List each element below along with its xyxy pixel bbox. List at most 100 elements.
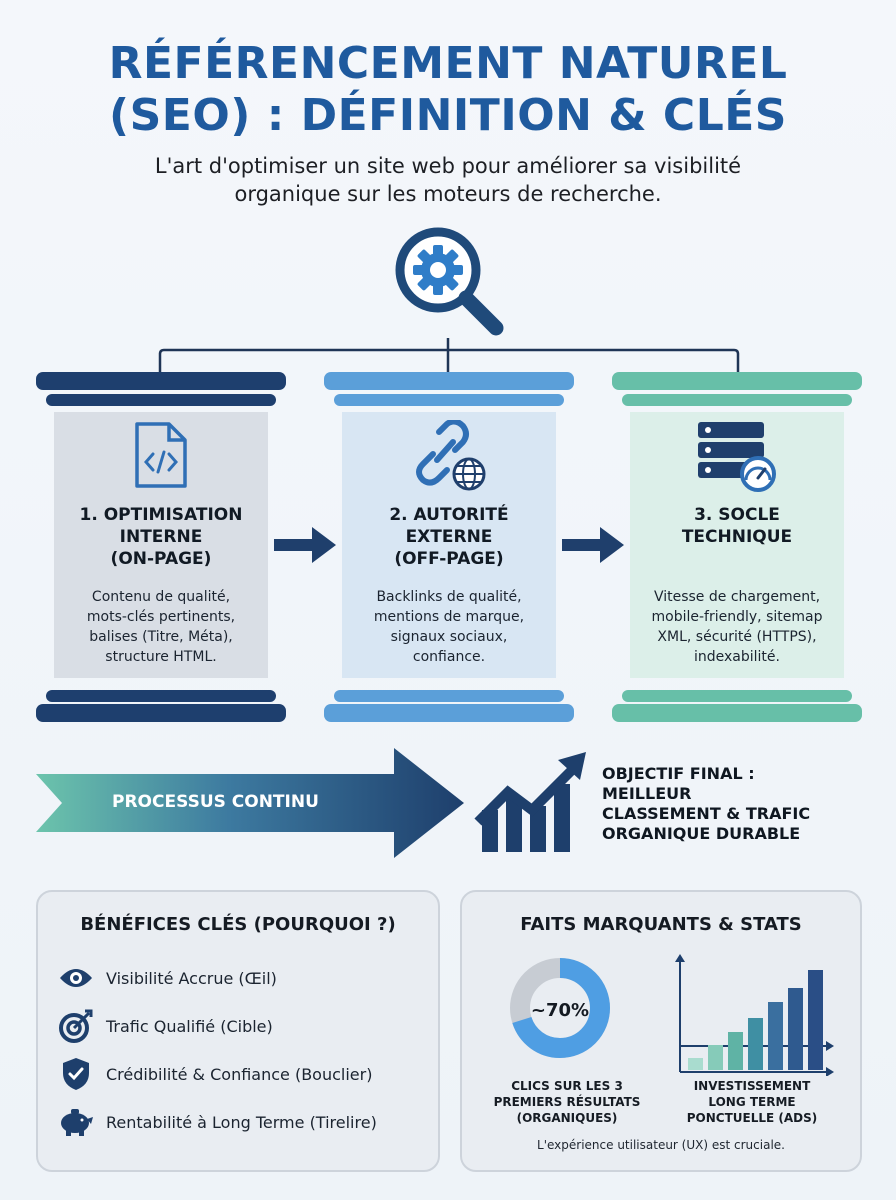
pillar-bottom-band [334, 690, 564, 702]
stats-panel: FAITS MARQUANTS & STATS ~70% CLICS SUR L… [460, 890, 862, 1172]
pillar-top-cap [36, 372, 286, 390]
target-icon [58, 1008, 94, 1044]
arrow-right-icon [562, 527, 624, 563]
benefit-item: Trafic Qualifié (Cible) [58, 1008, 273, 1044]
server-speed-icon [698, 422, 776, 492]
bars-caption: INVESTISSEMENT LONG TERME PONCTUELLE (AD… [672, 1078, 832, 1126]
benefit-label: Trafic Qualifié (Cible) [106, 1016, 273, 1036]
shield-icon [58, 1056, 94, 1092]
pillar-connector [158, 338, 740, 374]
pillar-title-line: EXTERNE [405, 527, 493, 547]
pillar-title-line: 2. AUTORITÉ [389, 505, 509, 525]
pillar-text-line: indexabilité. [694, 649, 780, 665]
pillar-off-page: 2. AUTORITÉ EXTERNE (OFF-PAGE) Backlinks… [324, 372, 574, 722]
process-label: PROCESSUS CONTINU [112, 792, 319, 812]
search-gear-icon [395, 227, 504, 336]
pillar-top-band [334, 394, 564, 406]
pillar-on-page: 1. OPTIMISATION INTERNE (ON-PAGE) Conten… [36, 372, 286, 722]
pillar-text-line: Backlinks de qualité, [376, 589, 522, 605]
process-arrow [36, 748, 464, 858]
investment-bar [688, 1058, 703, 1070]
x-axis-arrow [826, 1067, 834, 1076]
benefit-item: Crédibilité & Confiance (Bouclier) [58, 1056, 372, 1092]
donut-chart: ~70% [510, 958, 610, 1058]
pillar-text-line: mots-clés pertinents, [86, 609, 236, 625]
investment-bar [748, 1018, 763, 1070]
objective-line: MEILLEUR [602, 784, 692, 803]
objective-line: ORGANIQUE DURABLE [602, 824, 801, 843]
pillar-description: Backlinks de qualité, mentions de marque… [330, 587, 568, 667]
pillar-title-line: 1. OPTIMISATION [79, 505, 243, 525]
pillar-text-line: mobile-friendly, sitemap [651, 609, 823, 625]
investment-bar-chart [675, 954, 834, 1076]
pillar-top-band [46, 394, 276, 406]
pillar-title: 3. SOCLE TECHNIQUE [612, 504, 862, 548]
eye-icon [58, 960, 94, 996]
pillar-bottom-band [622, 690, 852, 702]
pillar-bottom-cap [612, 704, 862, 722]
pillar-top-cap [612, 372, 862, 390]
subtitle-line-2: organique sur les moteurs de recherche. [234, 182, 662, 206]
bars-caption-line: PONCTUELLE (ADS) [686, 1111, 818, 1125]
investment-bar [728, 1032, 743, 1070]
subtitle-line-1: L'art d'optimiser un site web pour améli… [154, 154, 742, 178]
pillar-body [342, 412, 556, 678]
pillar-top-band [622, 394, 852, 406]
pillar-title: 2. AUTORITÉ EXTERNE (OFF-PAGE) [324, 504, 574, 570]
donut-caption-line: CLICS SUR LES 3 [511, 1079, 623, 1093]
benefit-item: Visibilité Accrue (Œil) [58, 960, 277, 996]
investment-bar [708, 1045, 723, 1070]
investment-bar [768, 1002, 783, 1070]
pillar-title-line: (ON-PAGE) [110, 549, 212, 569]
pillar-top-cap [324, 372, 574, 390]
pillar-title: 1. OPTIMISATION INTERNE (ON-PAGE) [36, 504, 286, 570]
pillar-title-line: 3. SOCLE [694, 505, 780, 525]
pillar-description: Vitesse de chargement, mobile-friendly, … [618, 587, 856, 667]
pillar-text-line: balises (Titre, Méta), [89, 629, 233, 645]
pillar-text-line: Vitesse de chargement, [653, 589, 821, 605]
donut-caption: CLICS SUR LES 3 PREMIERS RÉSULTATS (ORGA… [492, 1078, 642, 1126]
pillar-text-line: XML, sécurité (HTTPS), [657, 629, 817, 645]
bars-caption-line: LONG TERME [708, 1095, 796, 1109]
pillar-text-line: confiance. [412, 649, 486, 665]
trend-line-arrow [826, 1041, 834, 1051]
piggy-bank-icon [58, 1104, 94, 1140]
pillar-description: Contenu de qualité, mots-clés pertinents… [42, 587, 280, 667]
pillar-title-line: INTERNE [119, 527, 203, 547]
pillar-body [54, 412, 268, 678]
stats-title: FAITS MARQUANTS & STATS [520, 914, 802, 935]
pillar-bottom-cap [36, 704, 286, 722]
benefit-label: Visibilité Accrue (Œil) [106, 968, 277, 988]
page-title: RÉFÉRENCEMENT NATUREL (SEO) : DÉFINITION… [0, 38, 896, 142]
benefits-panel: BÉNÉFICES CLÉS (POURQUOI ?) Visibilité A… [36, 890, 440, 1172]
pillar-title-line: (OFF-PAGE) [394, 549, 504, 569]
stats-footnote: L'expérience utilisateur (UX) est crucia… [537, 1138, 785, 1152]
benefits-title: BÉNÉFICES CLÉS (POURQUOI ?) [80, 914, 396, 935]
pillar-bottom-cap [324, 704, 574, 722]
bars-caption-line: INVESTISSEMENT [693, 1079, 811, 1093]
pillar-technical: 3. SOCLE TECHNIQUE Vitesse de chargement… [612, 372, 862, 722]
pillar-text-line: Contenu de qualité, [91, 589, 231, 605]
growth-chart-icon [474, 752, 586, 852]
pillar-text-line: mentions de marque, [373, 609, 525, 625]
pillar-bottom-band [46, 690, 276, 702]
title-line-2: (SEO) : DÉFINITION & CLÉS [109, 90, 787, 141]
title-line-1: RÉFÉRENCEMENT NATUREL [108, 38, 788, 89]
arrow-right-icon [274, 527, 336, 563]
donut-caption-line: PREMIERS RÉSULTATS [493, 1095, 641, 1109]
benefit-label: Rentabilité à Long Terme (Tirelire) [106, 1112, 377, 1132]
pillar-title-line: TECHNIQUE [681, 527, 793, 547]
investment-bar [788, 988, 803, 1070]
code-file-icon [135, 422, 187, 488]
objective-line: OBJECTIF FINAL : [602, 764, 755, 783]
link-globe-icon [416, 420, 486, 491]
pillar-text-line: structure HTML. [105, 649, 217, 665]
benefit-label: Crédibilité & Confiance (Bouclier) [106, 1064, 373, 1084]
donut-value-label: ~70% [531, 1000, 589, 1021]
objective-text: OBJECTIF FINAL : MEILLEUR CLASSEMENT & T… [602, 764, 882, 844]
y-axis-arrow [675, 954, 685, 962]
pillar-text-line: signaux sociaux, [390, 629, 508, 645]
donut-caption-line: (ORGANIQUES) [516, 1111, 618, 1125]
donut-value-arc [510, 958, 610, 1058]
investment-bar [808, 970, 823, 1070]
